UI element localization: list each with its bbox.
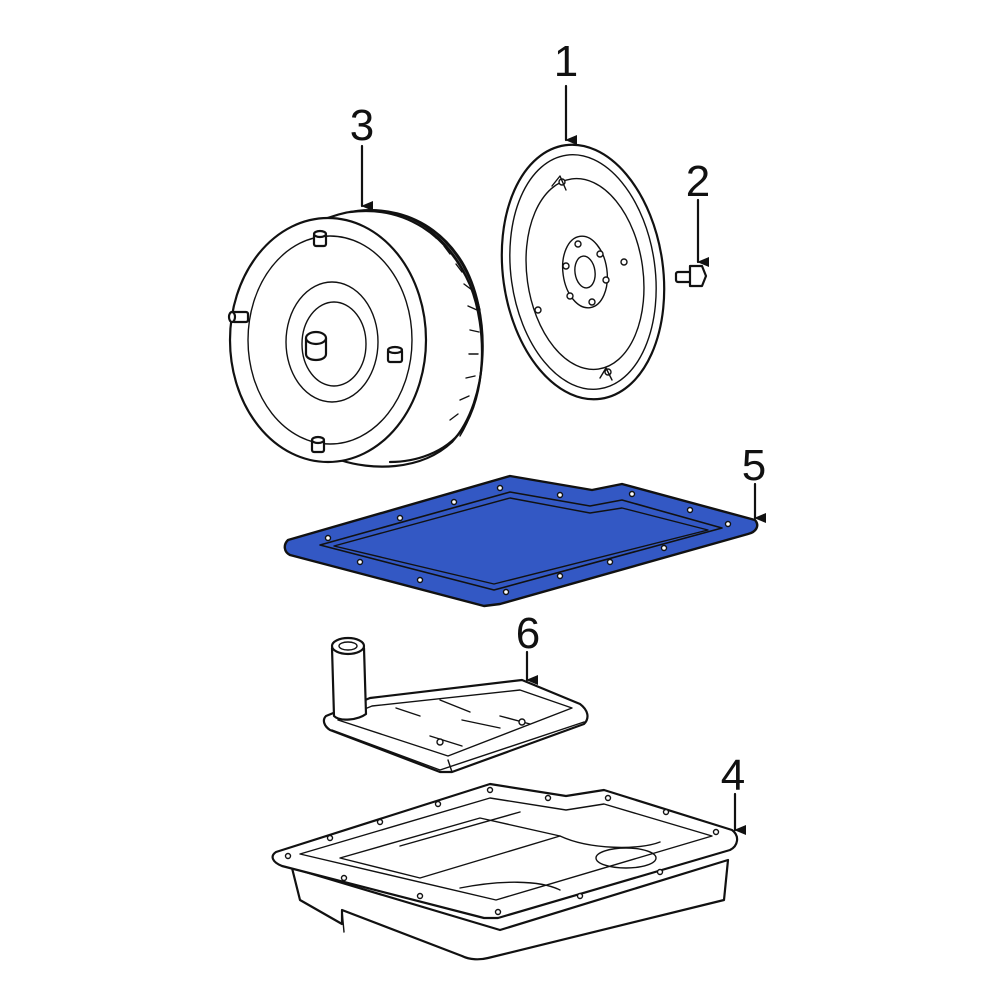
flexplate-holes <box>534 178 628 376</box>
callout-3[interactable]: 3 <box>350 101 374 150</box>
stud-left <box>227 310 250 324</box>
stud-bottom <box>310 435 326 454</box>
callout-6[interactable]: 6 <box>516 609 540 658</box>
oil-pan[interactable] <box>271 782 739 961</box>
torque-converter[interactable] <box>227 209 484 468</box>
oil-pan-holes <box>284 786 720 916</box>
callout-labels: 1 2 3 4 5 6 <box>350 37 766 800</box>
bolt[interactable] <box>674 264 708 288</box>
pan-gasket[interactable] <box>283 474 759 608</box>
callout-5[interactable]: 5 <box>742 441 766 490</box>
gasket-holes <box>324 484 732 596</box>
callout-4[interactable]: 4 <box>721 751 745 800</box>
stud-top <box>312 229 328 248</box>
callout-2[interactable]: 2 <box>686 157 710 206</box>
callout-1[interactable]: 1 <box>554 37 578 86</box>
filter[interactable] <box>322 636 589 774</box>
flexplate[interactable] <box>486 134 680 410</box>
stud-right <box>386 345 404 364</box>
callout-arrows <box>360 84 766 835</box>
